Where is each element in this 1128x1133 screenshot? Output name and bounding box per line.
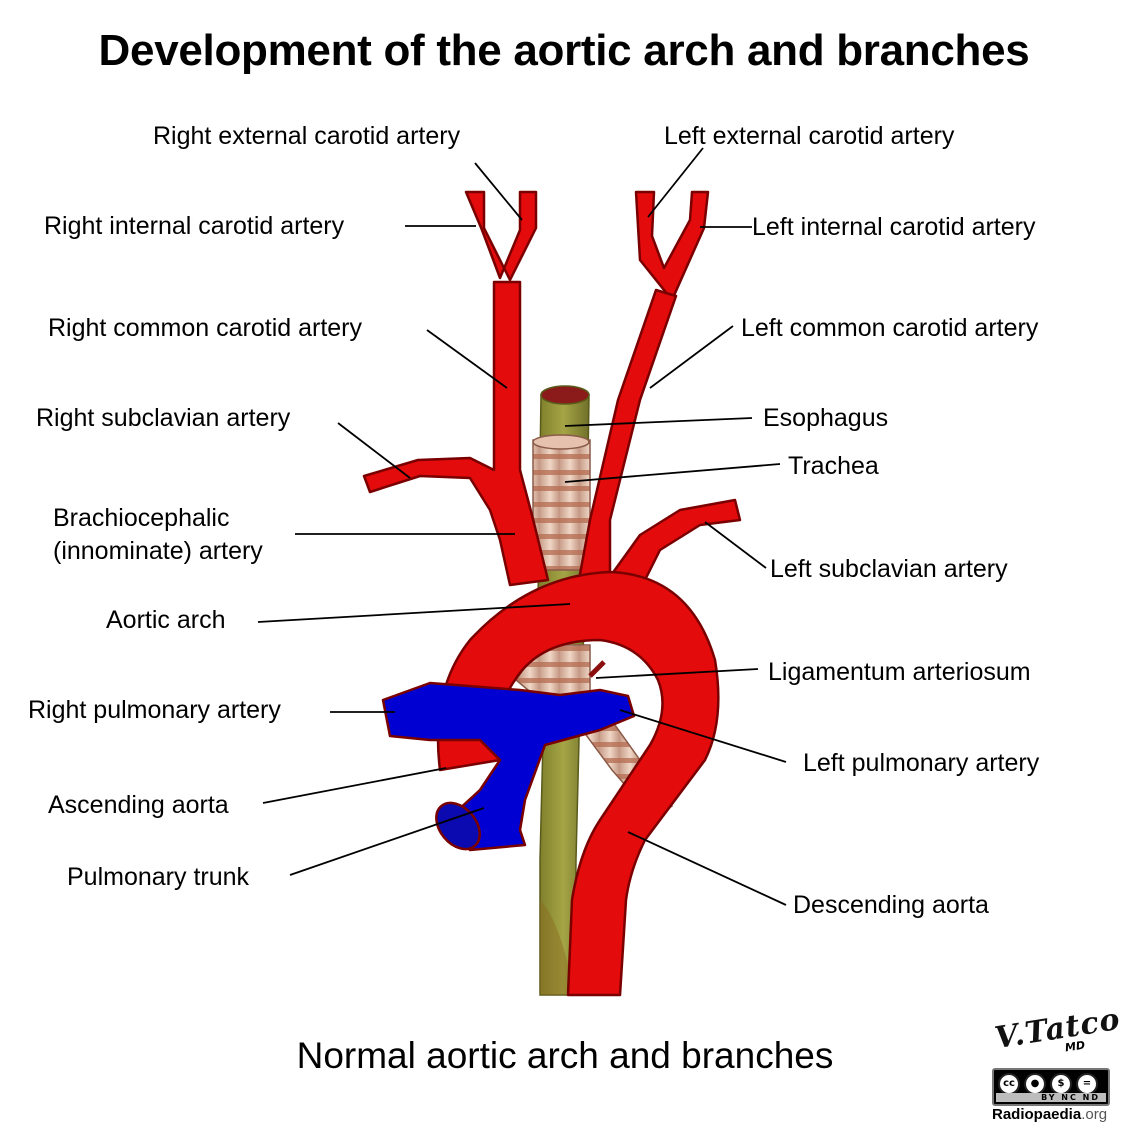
page-title: Development of the aortic arch and branc… bbox=[98, 26, 1030, 75]
license-badge[interactable]: cc ● $ = BY NC ND bbox=[992, 1068, 1110, 1106]
cc-icon: cc bbox=[998, 1073, 1020, 1095]
label-right-internal-carotid: Right internal carotid artery bbox=[44, 212, 345, 240]
label-left-external-carotid: Left external carotid artery bbox=[664, 122, 955, 150]
label-left-subclavian: Left subclavian artery bbox=[770, 555, 1008, 583]
label-ascending-aorta: Ascending aorta bbox=[48, 791, 229, 819]
pulmonary-arteries bbox=[381, 681, 636, 852]
label-brachiocephalic-line1: Brachiocephalic bbox=[53, 504, 230, 532]
noncommercial-icon: $ bbox=[1050, 1073, 1072, 1095]
label-left-internal-carotid: Left internal carotid artery bbox=[752, 213, 1036, 241]
label-left-pulmonary: Left pulmonary artery bbox=[803, 749, 1040, 777]
label-right-external-carotid: Right external carotid artery bbox=[153, 122, 461, 150]
label-ligamentum-arteriosum: Ligamentum arteriosum bbox=[768, 658, 1031, 686]
ligamentum-arteriosum bbox=[588, 660, 606, 678]
noderivatives-icon: = bbox=[1076, 1073, 1098, 1095]
leader-lines bbox=[257, 147, 787, 906]
label-left-common-carotid: Left common carotid artery bbox=[741, 314, 1039, 342]
site-credit[interactable]: Radiopaedia.org bbox=[992, 1106, 1107, 1123]
by-attribution-icon: ● bbox=[1024, 1073, 1046, 1095]
label-brachiocephalic-line2: (innominate) artery bbox=[53, 537, 263, 565]
license-terms: BY NC ND bbox=[996, 1093, 1106, 1102]
label-descending-aorta: Descending aorta bbox=[793, 891, 989, 919]
site-tld: .org bbox=[1081, 1106, 1108, 1123]
label-trachea: Trachea bbox=[788, 452, 879, 480]
label-right-subclavian: Right subclavian artery bbox=[36, 404, 291, 432]
label-right-pulmonary: Right pulmonary artery bbox=[28, 696, 281, 724]
label-right-common-carotid: Right common carotid artery bbox=[48, 314, 363, 342]
label-aortic-arch: Aortic arch bbox=[106, 606, 226, 634]
label-esophagus: Esophagus bbox=[763, 404, 889, 432]
label-pulmonary-trunk: Pulmonary trunk bbox=[67, 863, 250, 891]
site-name: Radiopaedia bbox=[992, 1106, 1082, 1123]
figure-caption: Normal aortic arch and branches bbox=[296, 1035, 834, 1076]
